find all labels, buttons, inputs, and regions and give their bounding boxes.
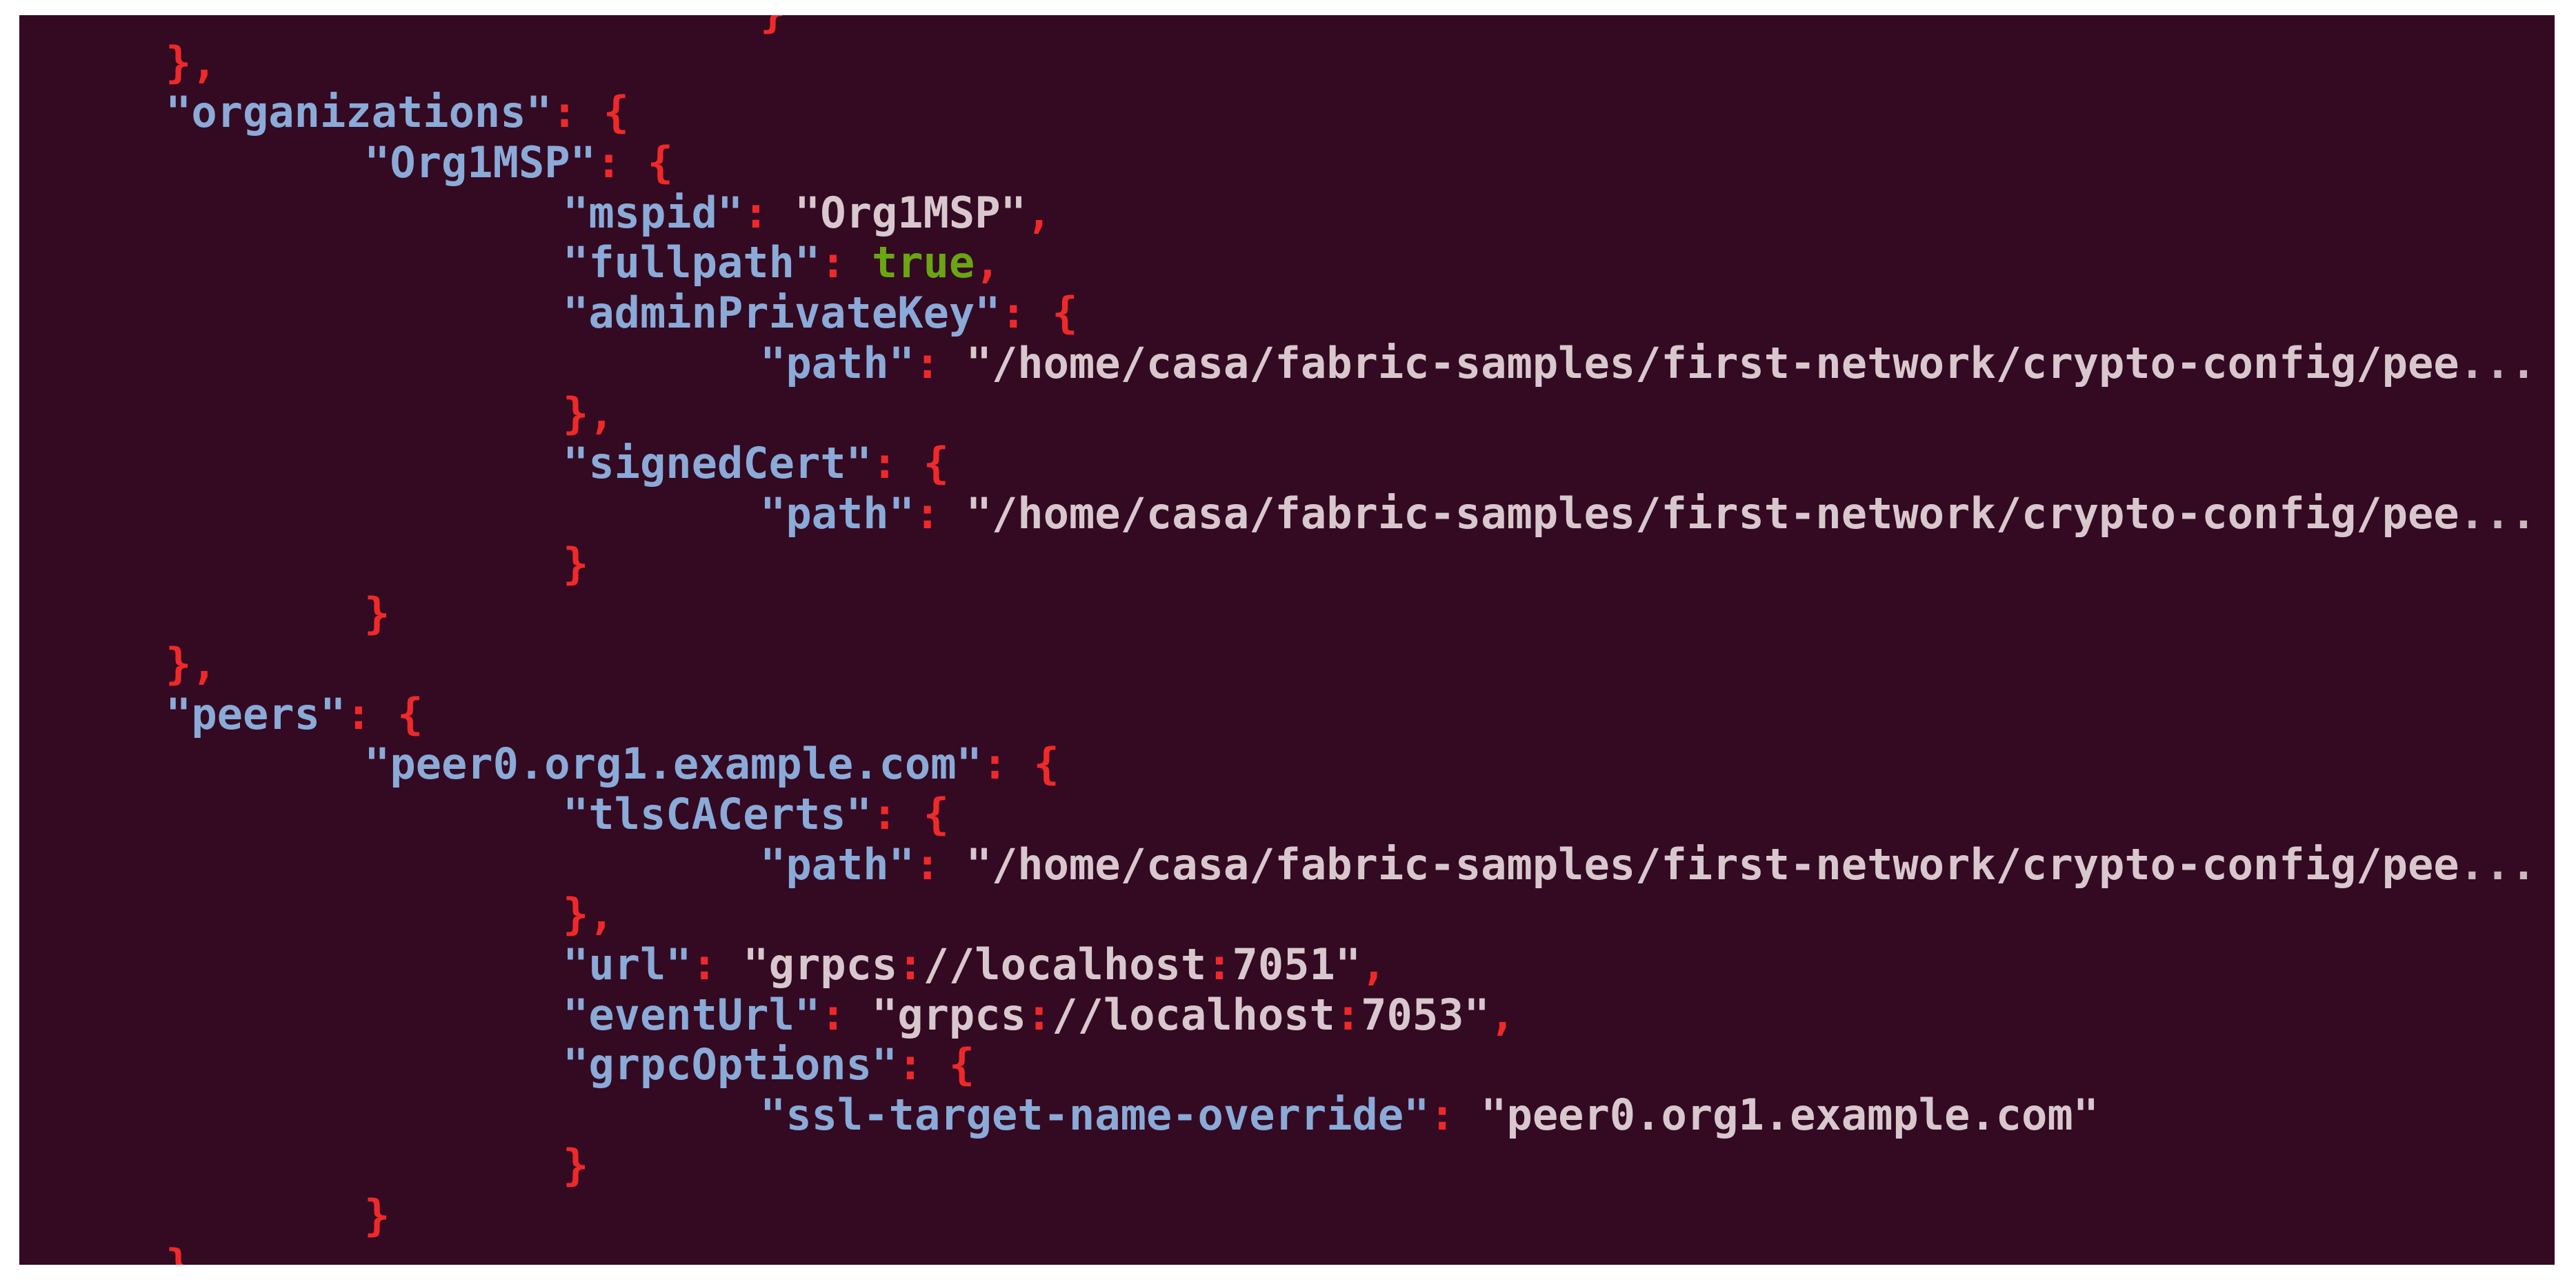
code-token: , (1489, 989, 1516, 1040)
code-token: "organizations" (166, 87, 552, 138)
code-token: "url" (563, 939, 692, 990)
code-token: "peer0.org1.example.com" (1481, 1090, 2099, 1141)
code-token: : (1026, 989, 1052, 1040)
code-token: : (897, 939, 923, 990)
code-line: }, (19, 37, 2537, 88)
code-line: "peer0.org1.example.com": { (19, 739, 2537, 790)
code-token: , (1361, 939, 1387, 990)
code-token: "grpcs (743, 939, 898, 990)
code-token: } (364, 588, 390, 639)
code-line: } (19, 588, 2537, 639)
code-token: : { (981, 739, 1059, 790)
code-token: : { (871, 789, 949, 839)
code-token: ... (2459, 839, 2537, 890)
code-token: "fullpath" (563, 237, 821, 288)
code-token: : (914, 337, 966, 388)
code-line: "peers": { (19, 688, 2537, 740)
code-token: : (820, 989, 872, 1040)
code-token: "/home/casa/fabric-samples/first-network… (966, 337, 2459, 388)
code-token: } (563, 1139, 589, 1190)
code-line: "adminPrivateKey": { (19, 288, 2537, 339)
code-token: } (760, 15, 786, 37)
code-token: "grpcs (871, 989, 1026, 1040)
code-token: } (166, 1240, 191, 1265)
code-line: "fullpath": true, (19, 238, 2537, 288)
code-token: }, (166, 638, 217, 689)
code-line: }, (19, 639, 2537, 690)
code-line: "organizations": { (19, 88, 2537, 138)
code-line: "tlsCACerts": { (19, 789, 2537, 840)
code-line: } (19, 1240, 2537, 1265)
code-token: ... (2459, 337, 2537, 388)
code-token: : (1429, 1090, 1481, 1141)
code-token: : (914, 839, 966, 890)
code-token: "path" (760, 488, 915, 539)
code-token: "path" (760, 839, 915, 890)
terminal-output: }},"organizations": {"Org1MSP": {"mspid"… (19, 15, 2537, 1265)
code-token: "Org1MSP" (364, 137, 596, 188)
code-line: }, (19, 890, 2537, 940)
code-token: : (1206, 939, 1232, 990)
code-token: "peer0.org1.example.com" (364, 739, 982, 790)
code-line: "grpcOptions": { (19, 1040, 2537, 1090)
code-line: "eventUrl": "grpcs://localhost:7053", (19, 990, 2537, 1041)
code-line: "url": "grpcs://localhost:7051", (19, 939, 2537, 990)
code-token: "mspid" (563, 187, 743, 238)
code-token: "Org1MSP" (794, 187, 1026, 238)
code-token: 7051" (1232, 939, 1361, 990)
code-token: } (364, 1190, 390, 1241)
code-line: "mspid": "Org1MSP", (19, 188, 2537, 239)
code-token: , (975, 237, 1001, 288)
code-token: "grpcOptions" (563, 1039, 898, 1090)
code-token: : (743, 187, 795, 238)
code-token: : { (871, 438, 949, 489)
code-token: : { (595, 137, 673, 188)
code-token: "/home/casa/fabric-samples/first-network… (966, 488, 2459, 539)
code-token: ... (2459, 488, 2537, 539)
code-line: } (19, 539, 2537, 590)
code-token: : { (346, 688, 423, 739)
code-line: "path": "/home/casa/fabric-samples/first… (19, 488, 2537, 539)
code-token: }, (166, 37, 217, 88)
code-token: "ssl-target-name-override" (760, 1090, 1430, 1141)
code-line: } (19, 1139, 2537, 1191)
code-token: }, (563, 388, 615, 439)
code-token: }, (563, 889, 615, 940)
code-token: : { (897, 1039, 975, 1090)
code-token: //localhost (1052, 989, 1335, 1040)
code-token: } (563, 538, 589, 589)
code-line: "path": "/home/casa/fabric-samples/first… (19, 839, 2537, 890)
code-token: "tlsCACerts" (563, 789, 872, 839)
code-line: }, (19, 388, 2537, 439)
code-token: //localhost (923, 939, 1207, 990)
code-line: "Org1MSP": { (19, 137, 2537, 188)
code-token: 7053" (1361, 989, 1490, 1040)
code-token: "signedCert" (563, 438, 872, 489)
code-token: "eventUrl" (563, 989, 821, 1040)
code-token: "path" (760, 337, 915, 388)
code-token: : (914, 488, 966, 539)
code-token: : { (551, 87, 629, 138)
code-token: "/home/casa/fabric-samples/first-network… (966, 839, 2459, 890)
code-line: "ssl-target-name-override": "peer0.org1.… (19, 1090, 2537, 1141)
code-token: "peers" (166, 688, 346, 739)
code-line: } (19, 15, 2537, 38)
code-token: : { (1000, 288, 1078, 339)
code-token: , (1026, 187, 1052, 238)
code-line: } (19, 1190, 2537, 1241)
terminal-window[interactable]: }},"organizations": {"Org1MSP": {"mspid"… (19, 15, 2555, 1265)
code-token: : (691, 939, 743, 990)
code-token: true (871, 237, 975, 288)
code-line: "signedCert": { (19, 438, 2537, 489)
code-token: : (1335, 989, 1361, 1040)
code-token: : (820, 237, 872, 288)
code-line: "path": "/home/casa/fabric-samples/first… (19, 337, 2537, 389)
code-token: "adminPrivateKey" (563, 288, 1001, 339)
